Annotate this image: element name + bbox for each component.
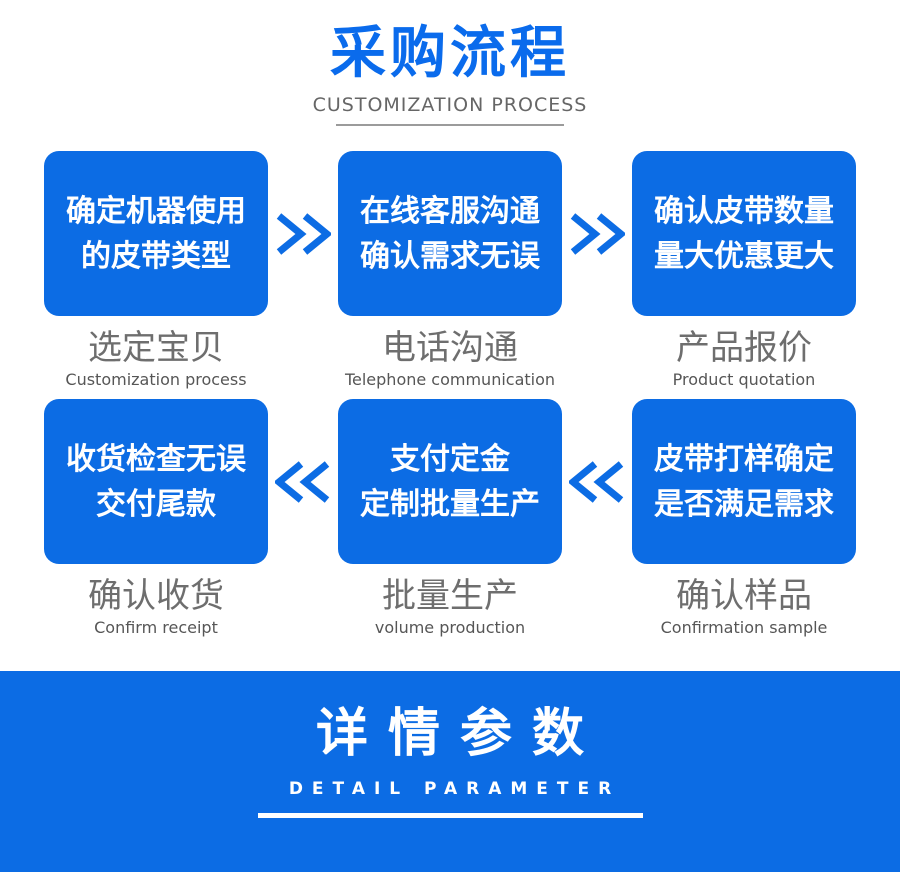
step-caption-cn: 确认样品 [676,576,812,616]
step-text-line: 的皮带类型 [81,238,231,274]
banner-subtitle: DETAIL PARAMETER [288,779,621,799]
flow-step-confirm-sample: 皮带打样确定 是否满足需求 确认样品 Confirmation sample [632,399,856,637]
step-caption-en: Confirmation sample [660,618,828,637]
step-caption-en: Customization process [65,370,247,389]
step-text-line: 是否满足需求 [654,486,834,522]
flow-step-box: 确认皮带数量 量大优惠更大 [632,151,856,316]
purchase-process-header: 采购流程 CUSTOMIZATION PROCESS [0,0,900,126]
step-caption-en: Confirm receipt [94,618,218,637]
flow-arrow-right [268,151,338,316]
double-chevron-right-icon [276,212,331,255]
banner-title: 详情参数 [315,704,604,764]
step-caption-en: Product quotation [672,370,816,389]
step-caption-cn: 选定宝贝 [88,328,224,368]
flow-step-product-quotation: 确认皮带数量 量大优惠更大 产品报价 Product quotation [632,151,856,389]
step-text-line: 确定机器使用 [66,193,246,229]
subtitle-underline [336,124,564,126]
step-text-line: 确认皮带数量 [654,193,834,229]
step-caption-cn: 批量生产 [382,576,518,616]
step-text-line: 交付尾款 [96,486,216,522]
flow-step-box: 收货检查无误 交付尾款 [44,399,268,564]
step-caption-cn: 确认收货 [88,576,224,616]
banner-underline [257,813,643,818]
step-text-line: 皮带打样确定 [654,441,834,477]
flow-step-box: 在线客服沟通 确认需求无误 [338,151,562,316]
double-chevron-right-icon [570,212,625,255]
step-text-line: 支付定金 [390,441,510,477]
flow-step-phone-contact: 在线客服沟通 确认需求无误 电话沟通 Telephone communicati… [338,151,562,389]
flow-row-bottom: 收货检查无误 交付尾款 确认收货 Confirm receipt 支付定金 定制… [44,399,856,637]
flow-step-box: 确定机器使用 的皮带类型 [44,151,268,316]
flow-step-confirm-receipt: 收货检查无误 交付尾款 确认收货 Confirm receipt [44,399,268,637]
step-text-line: 量大优惠更大 [654,238,834,274]
flow-step-select-item: 确定机器使用 的皮带类型 选定宝贝 Customization process [44,151,268,389]
double-chevron-left-icon [569,460,624,503]
step-caption-en: Telephone communication [344,370,556,389]
purchase-flow-diagram: 确定机器使用 的皮带类型 选定宝贝 Customization process … [0,126,900,637]
flow-arrow-left [268,399,338,564]
step-text-line: 定制批量生产 [360,486,540,522]
step-caption-cn: 产品报价 [676,328,812,368]
step-caption-en: volume production [374,618,526,637]
step-text-line: 确认需求无误 [360,238,540,274]
detail-parameter-banner: 详情参数 DETAIL PARAMETER [0,671,900,872]
flow-step-box: 支付定金 定制批量生产 [338,399,562,564]
flow-step-volume-production: 支付定金 定制批量生产 批量生产 volume production [338,399,562,637]
section-title: 采购流程 [330,21,570,86]
flow-step-box: 皮带打样确定 是否满足需求 [632,399,856,564]
double-chevron-left-icon [275,460,330,503]
step-caption-cn: 电话沟通 [382,328,518,368]
flow-arrow-left [562,399,632,564]
step-text-line: 收货检查无误 [66,441,246,477]
step-text-line: 在线客服沟通 [360,193,540,229]
flow-arrow-right [562,151,632,316]
flow-row-top: 确定机器使用 的皮带类型 选定宝贝 Customization process … [44,151,856,389]
section-subtitle: CUSTOMIZATION PROCESS [312,94,588,116]
